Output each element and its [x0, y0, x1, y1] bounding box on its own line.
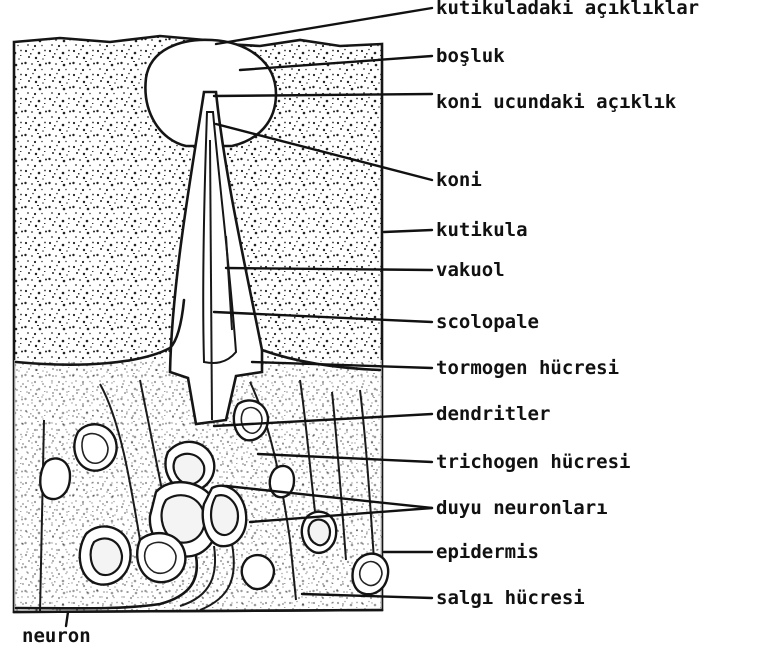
label-duyu-neuronlari: duyu neuronları: [436, 497, 608, 519]
label-koni-ucundaki-aciklik: koni ucundaki açıklık: [436, 91, 677, 113]
leader-kutikula: [384, 230, 432, 232]
label-kutikula: kutikula: [436, 219, 528, 241]
leader-kutikuladaki: [216, 8, 432, 44]
label-tormogen-hucresi: tormogen hücresi: [436, 357, 619, 379]
label-scolopale: scolopale: [436, 311, 539, 333]
label-dendritler: dendritler: [436, 403, 550, 425]
label-koni: koni: [436, 169, 482, 191]
label-bosluk: boşluk: [436, 45, 505, 67]
label-kutikuladaki-aciklilar: kutikuladaki açıklıklar: [436, 0, 699, 19]
label-salgi-hucresi: salgı hücresi: [436, 587, 585, 609]
leader-neuron: [66, 612, 68, 626]
label-vakuol: vakuol: [436, 259, 505, 281]
label-neuron: neuron: [22, 625, 91, 647]
label-trichogen-hucresi: trichogen hücresi: [436, 451, 630, 473]
label-epidermis: epidermis: [436, 541, 539, 563]
